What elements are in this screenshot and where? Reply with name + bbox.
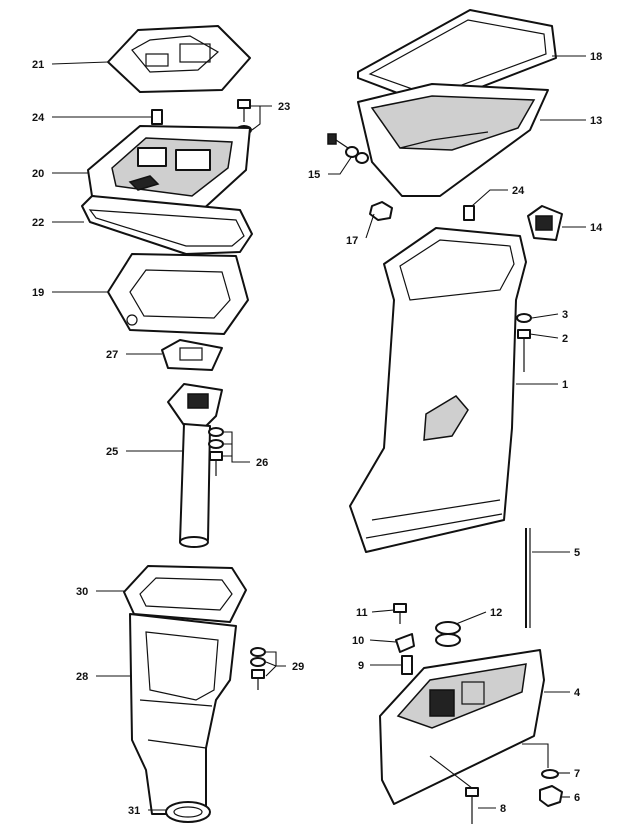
callout-10: 10: [352, 635, 364, 647]
callout-2: 2: [562, 333, 568, 345]
part-3-washer: [516, 313, 532, 323]
part-11-screw: [393, 603, 407, 624]
part-27-exhaust-gasket: [161, 339, 223, 371]
callout-13: 13: [590, 115, 602, 127]
callout-labels: 21 24 23 20 22 19 27 25 26 30 28 29 31 1…: [32, 51, 603, 817]
part-15-screw-and-washers: [327, 133, 369, 164]
callout-15: 15: [308, 169, 320, 181]
part-12-grommet: [435, 621, 461, 647]
callout-28: 28: [76, 671, 88, 683]
part-28-driveshaft-housing: [129, 613, 237, 815]
callout-17: 17: [346, 235, 358, 247]
callout-22: 22: [32, 217, 44, 229]
part-8-bolt: [465, 787, 479, 824]
callout-20: 20: [32, 168, 44, 180]
callout-8: 8: [500, 803, 506, 815]
part-25-exhaust-tube: [167, 383, 223, 548]
part-10-clip: [395, 633, 415, 653]
callout-1: 1: [562, 379, 568, 391]
callout-7: 7: [574, 768, 580, 780]
callout-24-right: 24: [512, 185, 525, 197]
callout-24-left: 24: [32, 112, 45, 124]
callout-6: 6: [574, 792, 580, 804]
callout-23: 23: [278, 101, 290, 113]
part-29-screw-and-washers: [250, 647, 266, 690]
part-7-washer: [541, 769, 559, 779]
callout-9: 9: [358, 660, 364, 672]
callout-29: 29: [292, 661, 304, 673]
callout-19: 19: [32, 287, 44, 299]
callout-30: 30: [76, 586, 88, 598]
callout-31: 31: [128, 805, 140, 817]
part-4-spacer-plate: [379, 649, 545, 805]
part-26-washers-and-screw: [208, 427, 224, 476]
callout-12: 12: [490, 607, 502, 619]
part-30-housing-gasket: [123, 565, 247, 623]
part-24-dowel-pin-left: [151, 109, 163, 125]
part-20-adapter-plate: [87, 125, 251, 213]
callout-5: 5: [574, 547, 580, 559]
part-22-seal-gasket: [81, 195, 253, 255]
part-6-nut: [539, 785, 563, 807]
part-17-nut: [369, 201, 393, 221]
part-31-seal-ring: [165, 801, 211, 823]
part-13-lower-cowl: [357, 83, 549, 197]
leader-lines: [51, 55, 586, 811]
callout-21: 21: [32, 59, 44, 71]
callout-11: 11: [356, 607, 368, 619]
part-24-dowel-pin-right: [463, 205, 475, 221]
part-1-driveshaft-housing: [349, 227, 527, 553]
part-2-bolt: [517, 329, 531, 372]
callout-27: 27: [106, 349, 118, 361]
part-21-top-gasket: [107, 25, 251, 93]
callout-26: 26: [256, 457, 268, 469]
callout-3: 3: [562, 309, 568, 321]
part-5-stud: [525, 528, 531, 628]
part-9-pin: [401, 655, 413, 675]
callout-14: 14: [590, 222, 603, 234]
callout-18: 18: [590, 51, 602, 63]
callout-25: 25: [106, 446, 118, 458]
part-19-lower-gasket: [107, 253, 249, 335]
part-14-mount-pad: [527, 205, 563, 241]
callout-4: 4: [574, 687, 581, 699]
